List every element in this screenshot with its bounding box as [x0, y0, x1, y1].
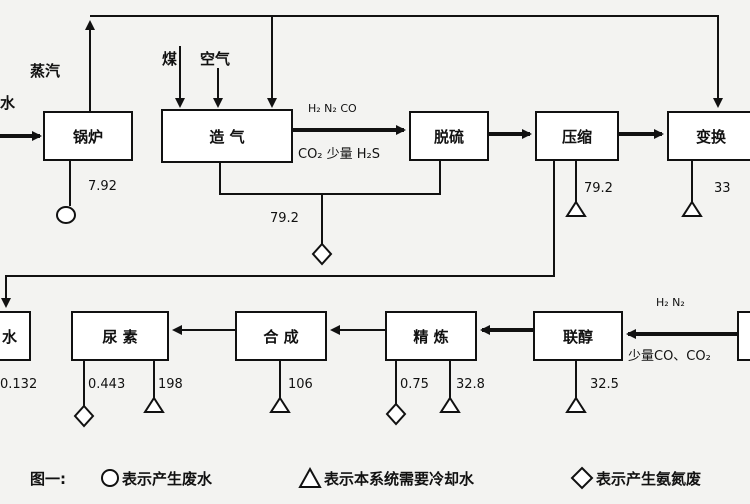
refining-box — [385, 311, 477, 361]
gasifier-label: 造 气 — [209, 128, 244, 146]
methanol-label: 联醇 — [563, 328, 593, 346]
shift-box — [667, 111, 750, 161]
gasifier-value: 79.2 — [270, 211, 299, 226]
legend-triangle-icon — [298, 466, 322, 488]
cut-right-box — [737, 311, 750, 361]
compress-return-line — [1, 160, 555, 308]
urea-ammonia-diamond — [73, 404, 95, 428]
desulfurization-box — [409, 111, 489, 161]
methanol-value: 32.5 — [590, 377, 619, 392]
boiler-box — [43, 111, 133, 161]
syngas-bottom-label: CO₂ 少量 H₂S — [298, 147, 380, 162]
urea-value-a: 0.443 — [88, 377, 125, 392]
cut-left-box — [0, 311, 31, 361]
synthesis-label: 合 成 — [262, 328, 298, 346]
gasifier-ammonia-diamond — [311, 242, 333, 266]
gasifier-drain-loop — [219, 160, 441, 195]
steam-header-line — [90, 15, 723, 108]
syngas-top-label: H₂ N₂ CO — [308, 102, 357, 115]
cut-left-label: 水 — [2, 328, 18, 346]
refining-label: 精 炼 — [413, 328, 448, 346]
coal-label: 煤 — [162, 50, 177, 68]
urea-label: 尿 素 — [102, 328, 137, 346]
air-label: 空气 — [200, 50, 230, 68]
boiler-label: 锅炉 — [73, 128, 103, 146]
legend-triangle-text: 表示本系统需要冷却水 — [324, 470, 475, 488]
urea-cooling-triangle — [143, 396, 165, 413]
shift-cooling-triangle — [681, 200, 703, 217]
gasifier-box — [161, 109, 293, 163]
right-bottom-label: 少量CO、CO₂ — [628, 349, 711, 364]
left-cut-value: 0.132 — [0, 377, 37, 392]
legend-title: 图一: — [30, 470, 66, 488]
boiler-value: 7.92 — [88, 179, 117, 194]
legend-diamond-icon — [570, 466, 594, 490]
legend-circle-text: 表示产生废水 — [122, 470, 213, 488]
refine-cooling-triangle — [439, 396, 461, 413]
refine-value-a: 0.75 — [400, 377, 429, 392]
steam-label: 蒸汽 — [30, 62, 60, 80]
methanol-cooling-triangle — [565, 396, 587, 413]
synthesis-box — [235, 311, 327, 361]
compression-label: 压缩 — [562, 128, 592, 146]
synthesis-value: 106 — [288, 377, 313, 392]
refine-value-b: 32.8 — [456, 377, 485, 392]
desulfurization-label: 脱硫 — [434, 128, 464, 146]
boiler-wastewater-circle — [56, 206, 76, 224]
urea-value-b: 198 — [158, 377, 183, 392]
right-top-label: H₂ N₂ — [656, 296, 685, 309]
urea-box — [71, 311, 169, 361]
synthesis-cooling-triangle — [269, 396, 291, 413]
legend-circle-icon — [101, 469, 119, 487]
methanol-box — [533, 311, 623, 361]
shift-label: 变换 — [696, 128, 727, 146]
water-label: 水 — [0, 94, 16, 112]
refine-ammonia-diamond — [385, 402, 407, 426]
shift-value: 33 — [714, 181, 731, 196]
legend-diamond-text: 表示产生氨氮废 — [596, 470, 701, 488]
compress-cooling-triangle — [565, 200, 587, 217]
compress-value: 79.2 — [584, 181, 613, 196]
